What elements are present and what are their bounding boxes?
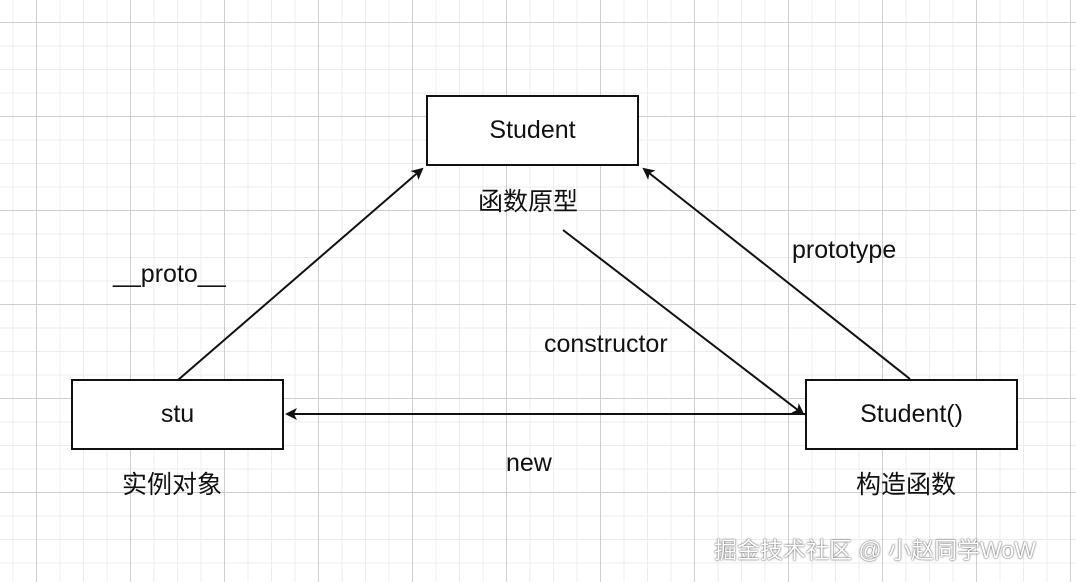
watermark: 掘金技术社区 @ 小赵同学WoW bbox=[714, 537, 1036, 563]
student-constructor-node: Student() bbox=[805, 379, 1018, 450]
function-prototype-caption: 函数原型 bbox=[478, 188, 579, 216]
constructor-edge-label: constructor bbox=[544, 330, 668, 358]
new-edge-label: new bbox=[506, 449, 552, 477]
constructor-arrow bbox=[562, 229, 805, 416]
instance-object-caption: 实例对象 bbox=[122, 471, 223, 499]
proto-arrow bbox=[177, 167, 424, 381]
stu-instance-node: stu bbox=[71, 379, 284, 450]
constructor-function-caption: 构造函数 bbox=[856, 471, 957, 499]
proto-edge-label: __proto__ bbox=[113, 260, 226, 288]
prototype-arrow bbox=[642, 167, 911, 380]
student-prototype-node: Student bbox=[426, 95, 639, 166]
prototype-edge-label: prototype bbox=[792, 236, 897, 264]
